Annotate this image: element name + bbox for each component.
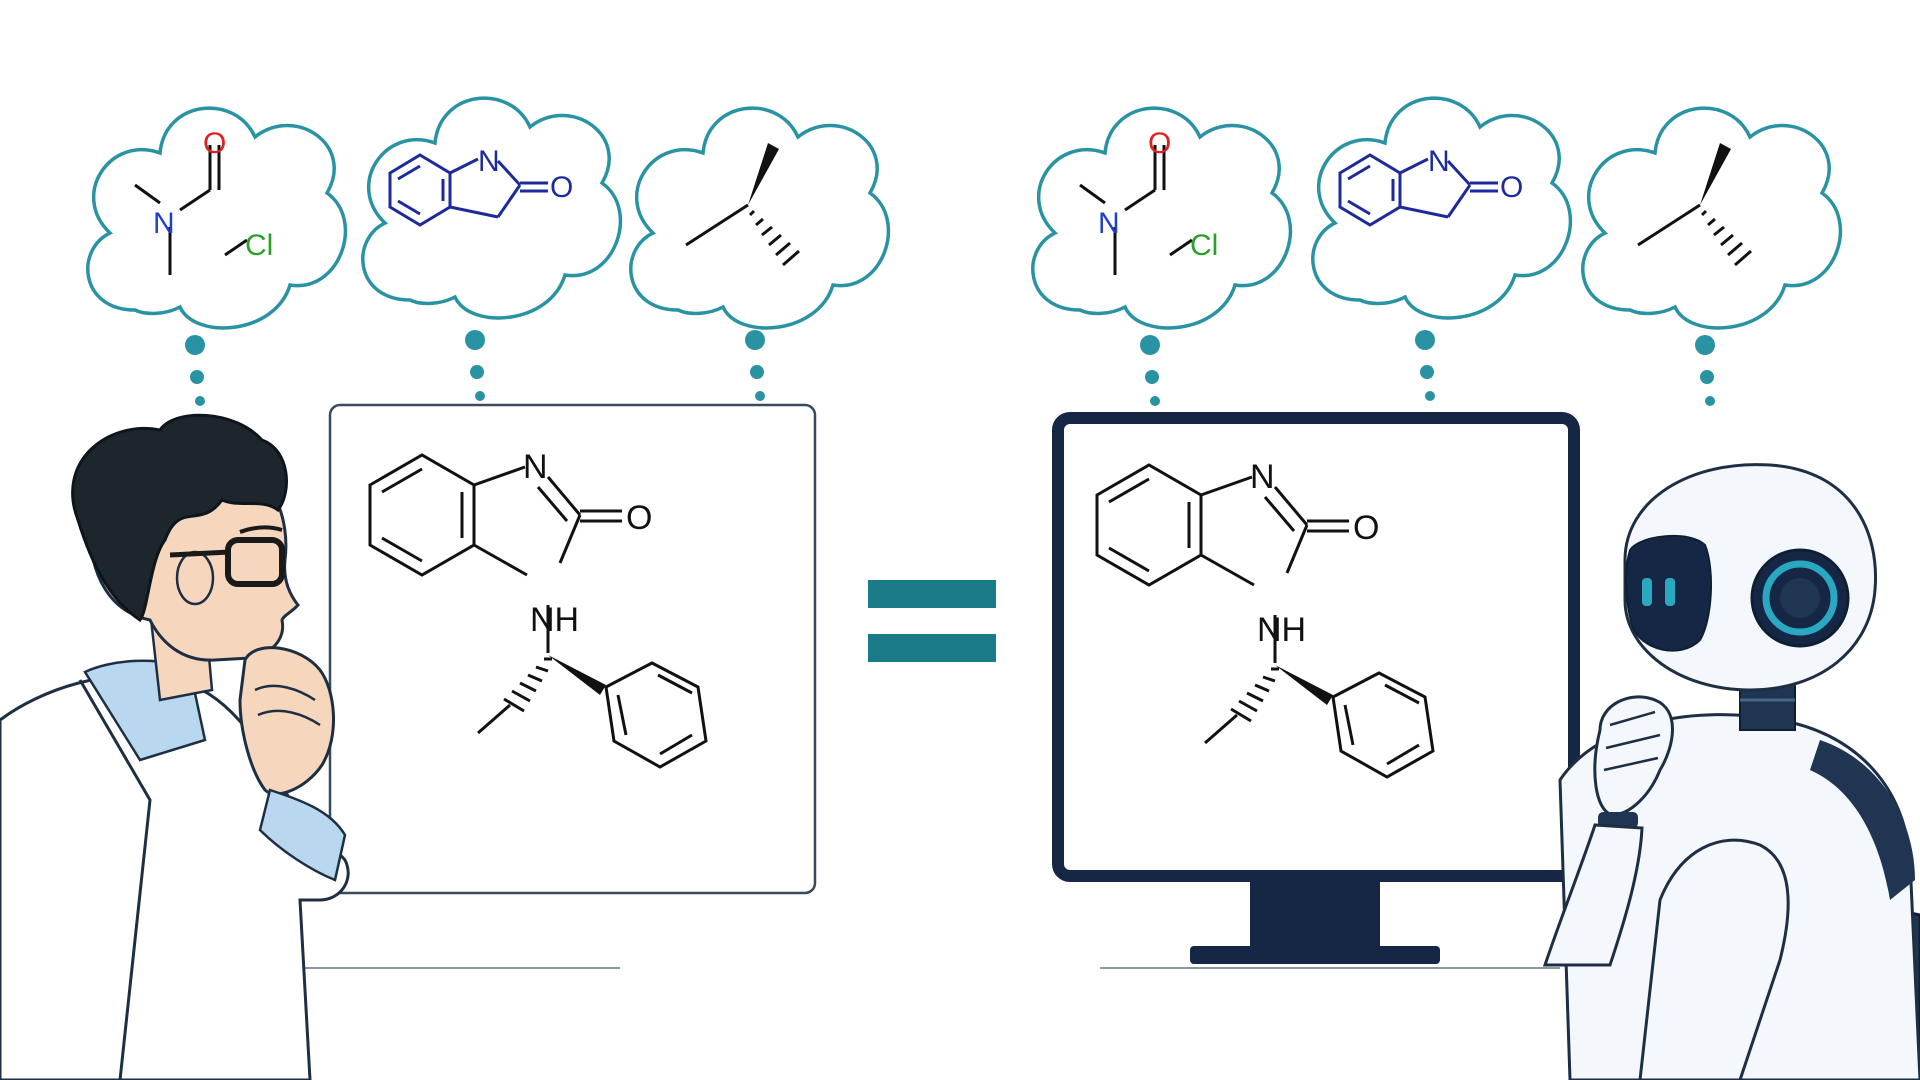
whiteboard-left [328,403,817,895]
nitrogen-label: N [1098,207,1120,240]
cloud-indolinone-left: N O [361,96,623,320]
oxygen-label: O [550,171,573,204]
cloud-dmf-right: O N Cl [1031,106,1293,330]
chlorine-label: Cl [1190,229,1218,262]
nitrogen-label: N [153,207,175,240]
molecule-right: N O NH [1095,458,1435,779]
robot-figure [1542,463,1920,1080]
nitrogen-label: N [478,145,500,178]
nitrogen-label: N [523,448,548,486]
oxygen-label: O [626,499,652,537]
oxygen-label: O [1500,171,1523,204]
nitrogen-label: N [1250,458,1275,496]
thought-dots-left-2 [465,330,485,401]
cloud-tbutyl-left [629,106,891,330]
thought-dots-left-3 [745,330,765,401]
nitrogen-label: N [1428,145,1450,178]
oxygen-label: O [203,127,226,160]
cloud-indolinone-right: N O [1311,96,1573,320]
nh-label: NH [1257,611,1306,649]
oxygen-label: O [1353,509,1379,547]
thought-dots-left-1 [185,335,205,406]
thought-dots-right-1 [1140,335,1160,406]
cloud-tbutyl-right [1581,106,1843,330]
chlorine-label: Cl [245,229,273,262]
equals-icon [868,580,996,662]
molecule-left: N O NH [368,448,708,769]
oxygen-label: O [1148,127,1171,160]
thought-dots-right-3 [1695,335,1715,406]
thought-dots-right-2 [1415,330,1435,401]
nh-label: NH [530,601,579,639]
monitor-icon [1052,412,1580,964]
scientist-figure [0,413,350,1080]
cloud-dmf-left: O N Cl [86,106,348,330]
